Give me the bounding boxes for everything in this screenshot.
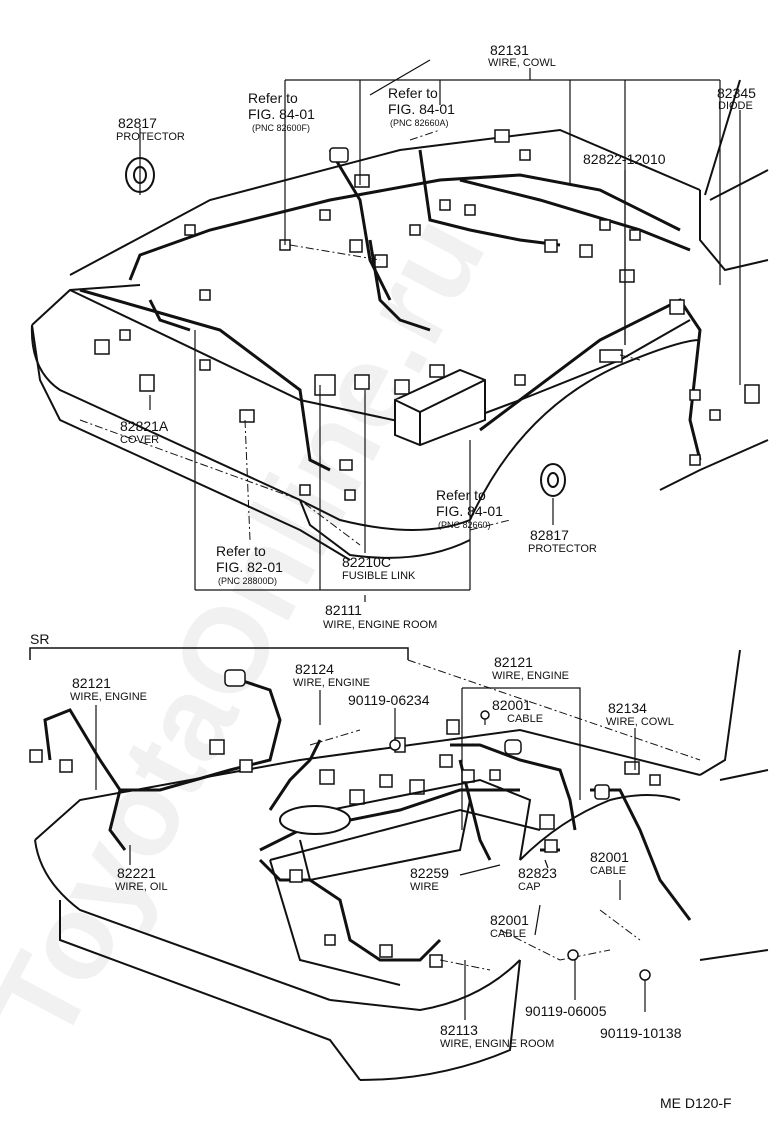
label-82121-left-number: 82121 — [72, 675, 111, 691]
ref1-line1: Refer to — [248, 90, 298, 106]
fusible-link-box — [394, 368, 486, 447]
top-leaders — [139, 59, 741, 602]
ref2-line3: (PNC 82660A) — [390, 118, 449, 128]
label-82221-number: 82221 — [117, 865, 156, 881]
bottom-fasteners — [389, 710, 651, 981]
label-82001-top-name: CABLE — [507, 713, 543, 725]
section-label-sr: SR — [30, 631, 49, 647]
label-82817-bottom-name: PROTECTOR — [528, 543, 597, 555]
label-82111-number: 82111 — [325, 602, 362, 618]
label-82210C-name: FUSIBLE LINK — [342, 570, 416, 582]
ref4-line2: FIG. 82-01 — [216, 559, 283, 575]
label-82345-name: DIODE — [718, 100, 753, 112]
label-82131-number: 82131 — [490, 42, 529, 58]
label-82821A-number: 82821A — [120, 418, 169, 434]
label-82121-right-number: 82121 — [494, 654, 533, 670]
top-ref-lines — [79, 129, 641, 546]
ref4-line1: Refer to — [216, 543, 266, 559]
bottom-leaders — [95, 687, 646, 1020]
bottom-connectors — [29, 669, 661, 968]
sr-bracket — [29, 647, 409, 660]
label-90119-06005: 90119-06005 — [525, 1003, 607, 1019]
label-82134-name: WIRE, COWL — [606, 716, 674, 728]
label-82823-name: CAP — [518, 881, 541, 893]
label-82113-name: WIRE, ENGINE ROOM — [440, 1038, 554, 1050]
label-82823-number: 82823 — [518, 865, 557, 881]
top-connectors — [94, 129, 760, 501]
label-82822-number: 82822-12010 — [583, 151, 666, 167]
label-82821A-name: COVER — [120, 434, 159, 446]
footer-code: ME D120-F — [660, 1095, 732, 1111]
label-82259-name: WIRE — [410, 881, 439, 893]
ref3-line3: (PNC 82660) — [438, 520, 491, 530]
ref3-line2: FIG. 84-01 — [436, 503, 503, 519]
ref2-line2: FIG. 84-01 — [388, 101, 455, 117]
engine-block — [279, 778, 532, 882]
ref3-line1: Refer to — [436, 487, 486, 503]
label-82001-top-number: 82001 — [492, 697, 531, 713]
label-82131-name: WIRE, COWL — [488, 57, 556, 69]
ref2-line1: Refer to — [388, 85, 438, 101]
ref1-line2: FIG. 84-01 — [248, 106, 315, 122]
label-82121-right-name: WIRE, ENGINE — [492, 670, 569, 682]
label-82817-bottom-number: 82817 — [530, 527, 569, 543]
label-82259-number: 82259 — [410, 865, 449, 881]
bottom-ref-lines — [309, 659, 701, 971]
label-82345-number: 82345 — [717, 85, 756, 101]
label-82817-top-name: PROTECTOR — [116, 131, 185, 143]
label-82121-left-name: WIRE, ENGINE — [70, 691, 147, 703]
label-82221-name: WIRE, OIL — [115, 881, 168, 893]
label-82001-right-number: 82001 — [590, 849, 629, 865]
label-82001-right-name: CABLE — [590, 865, 626, 877]
label-82210C-number: 82210C — [342, 554, 391, 570]
label-82001-center-number: 82001 — [490, 912, 529, 928]
label-82113-number: 82113 — [440, 1022, 478, 1038]
bottom-harness — [43, 678, 692, 962]
ref4-line3: (PNC 28800D) — [218, 576, 277, 586]
label-82124-number: 82124 — [295, 661, 334, 677]
label-82001-center-name: CABLE — [490, 928, 526, 940]
label-90119-06234: 90119-06234 — [348, 692, 430, 708]
label-82817-top-number: 82817 — [118, 115, 157, 131]
label-90119-10138: 90119-10138 — [600, 1025, 682, 1041]
label-82124-name: WIRE, ENGINE — [293, 677, 370, 689]
label-82111-name: WIRE, ENGINE ROOM — [323, 619, 437, 631]
ref1-line3: (PNC 82600F) — [252, 123, 310, 133]
label-82134-number: 82134 — [608, 700, 647, 716]
